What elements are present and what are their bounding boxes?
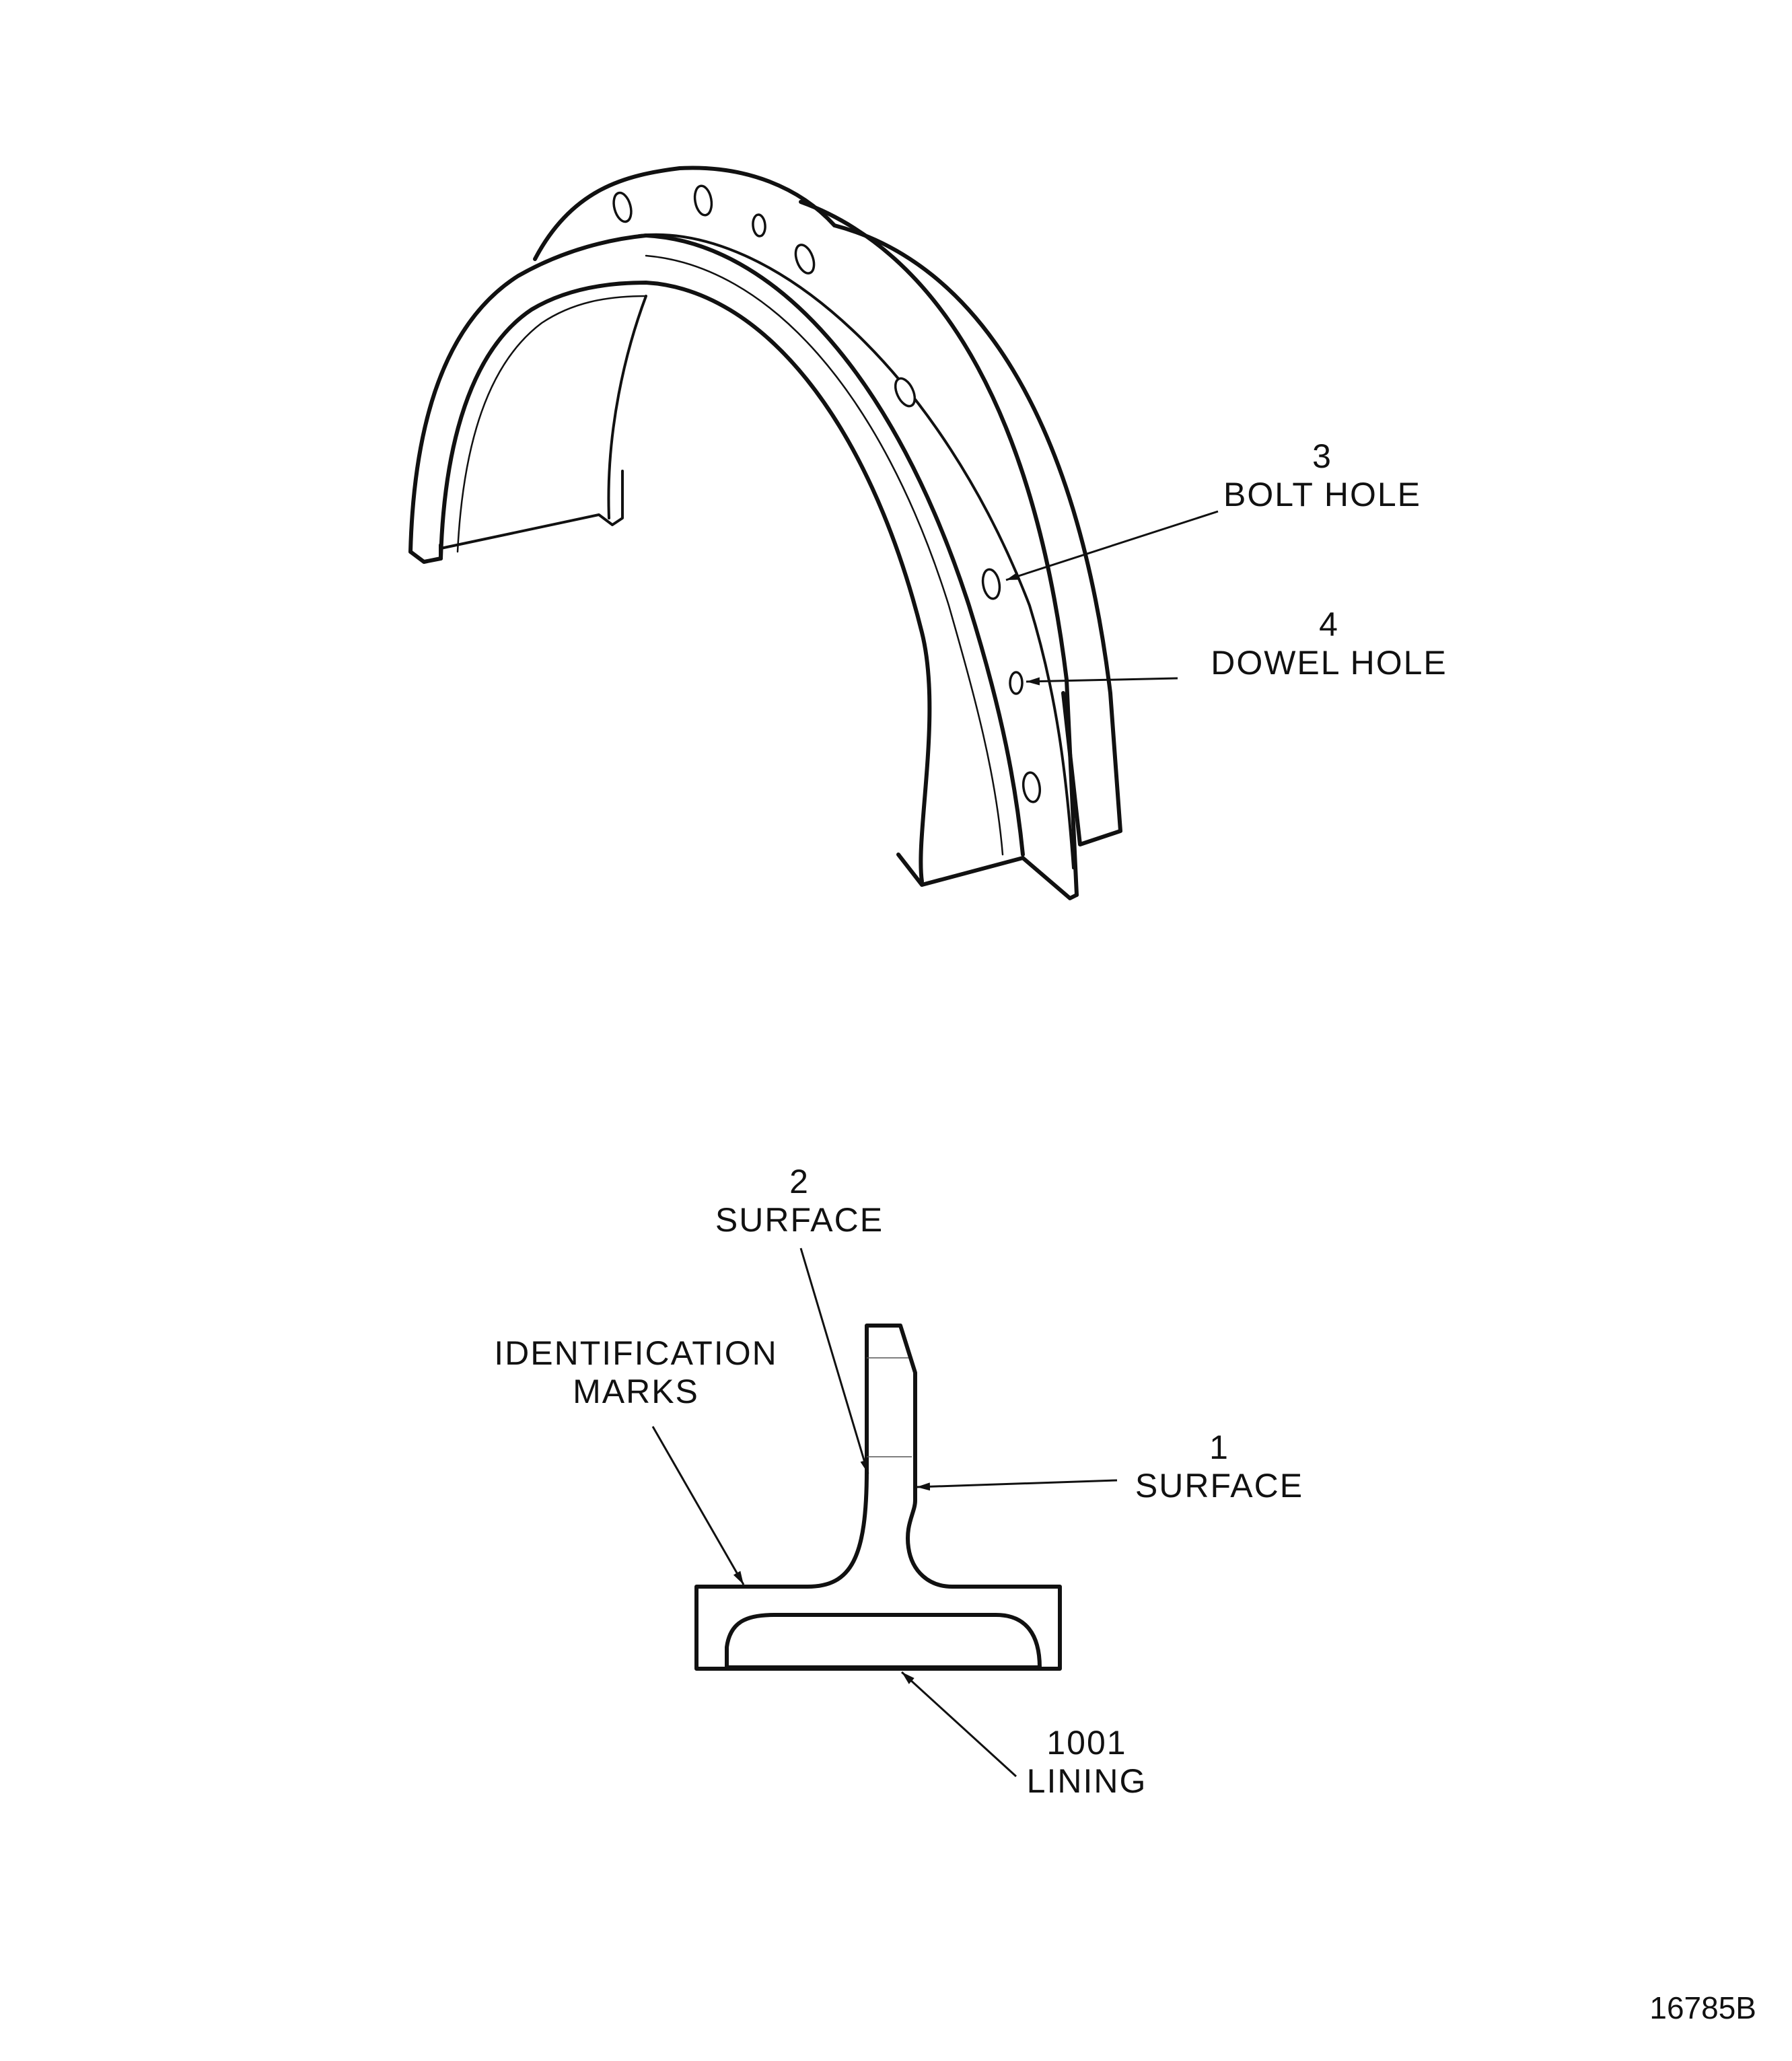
lining-index: 1001 [1046, 1724, 1126, 1762]
surface-right-leader [916, 1479, 1118, 1491]
identification-leader [651, 1426, 745, 1585]
arch-face-detail [645, 254, 1004, 856]
bolt-hole [894, 377, 917, 408]
surface-upper-label: SURFACE [715, 1201, 884, 1239]
bolt-hole [981, 568, 1001, 600]
identification-label-line1: IDENTIFICATION [494, 1334, 778, 1372]
dowel-hole-label: DOWEL HOLE [1211, 644, 1447, 682]
bolt-hole [794, 244, 816, 275]
figure-number: 16785B [1649, 1990, 1756, 2025]
surface-upper-leader [799, 1248, 869, 1474]
flange-top-rim [533, 166, 836, 261]
arch-outer-edge [408, 233, 648, 554]
dowel-hole-index: 4 [1319, 606, 1339, 643]
dowel-hole-leader [1026, 677, 1178, 686]
lining-leader [900, 1671, 1017, 1778]
surface-right-label: SURFACE [1135, 1467, 1303, 1505]
lining-label: LINING [1027, 1762, 1147, 1800]
lining-contour [725, 1613, 1042, 1669]
bolt-hole [693, 184, 713, 217]
segment-base-plane [439, 470, 624, 550]
arch-inner-edge [439, 281, 932, 883]
dowel-hole [1009, 671, 1024, 695]
arch-face-sweep [644, 233, 1025, 857]
bolt-hole [1022, 771, 1042, 803]
dowel-hole [752, 213, 766, 238]
bolt-hole [612, 191, 633, 223]
bolt-hole-index: 3 [1312, 437, 1332, 475]
flange-face-edge [799, 200, 1079, 897]
cross-section-profile [694, 1324, 1062, 1671]
flange-outer-edge [832, 223, 1122, 846]
segment-bottom-end [896, 853, 1079, 900]
surface-upper-index: 2 [789, 1163, 810, 1200]
section-outline [694, 1324, 1062, 1671]
arc-segment-isometric [408, 166, 1122, 900]
segment-left-foot [408, 543, 443, 564]
arch-inner-line [456, 295, 647, 553]
segment-inner-wall [607, 295, 647, 519]
surface-right-index: 1 [1209, 1429, 1229, 1466]
bolt-hole-leader [1005, 510, 1219, 581]
bolt-hole-label: BOLT HOLE [1223, 476, 1421, 513]
flange-face-line [638, 233, 1075, 869]
identification-label-line2: MARKS [573, 1373, 699, 1410]
